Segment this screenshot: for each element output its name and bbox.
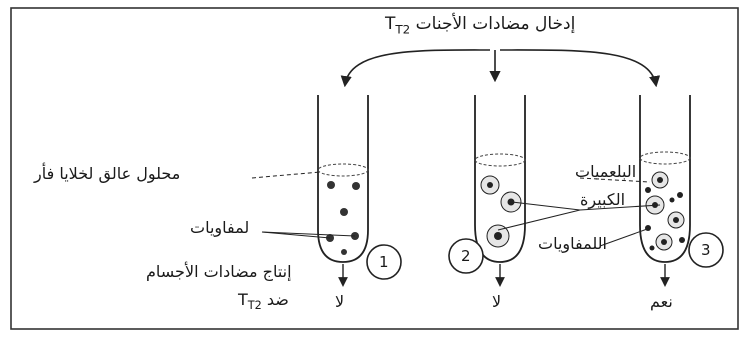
tube-3-number: 3 (701, 241, 711, 259)
tube-1-number: 1 (379, 253, 389, 271)
tube-1-cells (326, 181, 360, 255)
label-mouse-cell-suspension: محلول عالق لخلايا فأر (34, 164, 181, 183)
test-tube-2 (448, 95, 526, 287)
label-macrophages-line2: الكبيرة (580, 190, 626, 209)
tube-1-result: لا (335, 292, 345, 311)
label-antibody-production-line1: إنتاج مضادات الأجسام (146, 262, 292, 281)
tube-3-number-circle (688, 232, 724, 268)
top-label-subscript: T2 (395, 22, 411, 37)
tube-2-number-circle (448, 238, 484, 274)
tube-2-nuclei (487, 182, 515, 240)
label-lymphocytes-left: لمفاويات (190, 218, 250, 237)
tube-2-result: لا (492, 292, 502, 311)
tube-1-number-circle (366, 244, 402, 280)
outer-frame (10, 7, 739, 330)
arrow-to-tube-3 (499, 49, 661, 88)
tube-3-lymphocytes (645, 177, 685, 251)
label-macrophages-line1: البلعميات (575, 162, 637, 181)
tube-3-result: نعم (650, 292, 673, 311)
test-tube-3 (639, 95, 724, 287)
tube-3-macrophages (645, 171, 685, 251)
top-label: إدخال مضادات الأجنات TT2 (385, 14, 576, 37)
arrow-to-tube-1 (340, 49, 491, 88)
label-antibody-production-line2: ضد TT2 (238, 290, 289, 313)
pointer-lines (251, 171, 661, 247)
tube-2-number: 2 (461, 247, 471, 265)
test-tube-1 (317, 95, 402, 287)
label-lymphocytes-right: اللمفاويات (538, 234, 607, 253)
